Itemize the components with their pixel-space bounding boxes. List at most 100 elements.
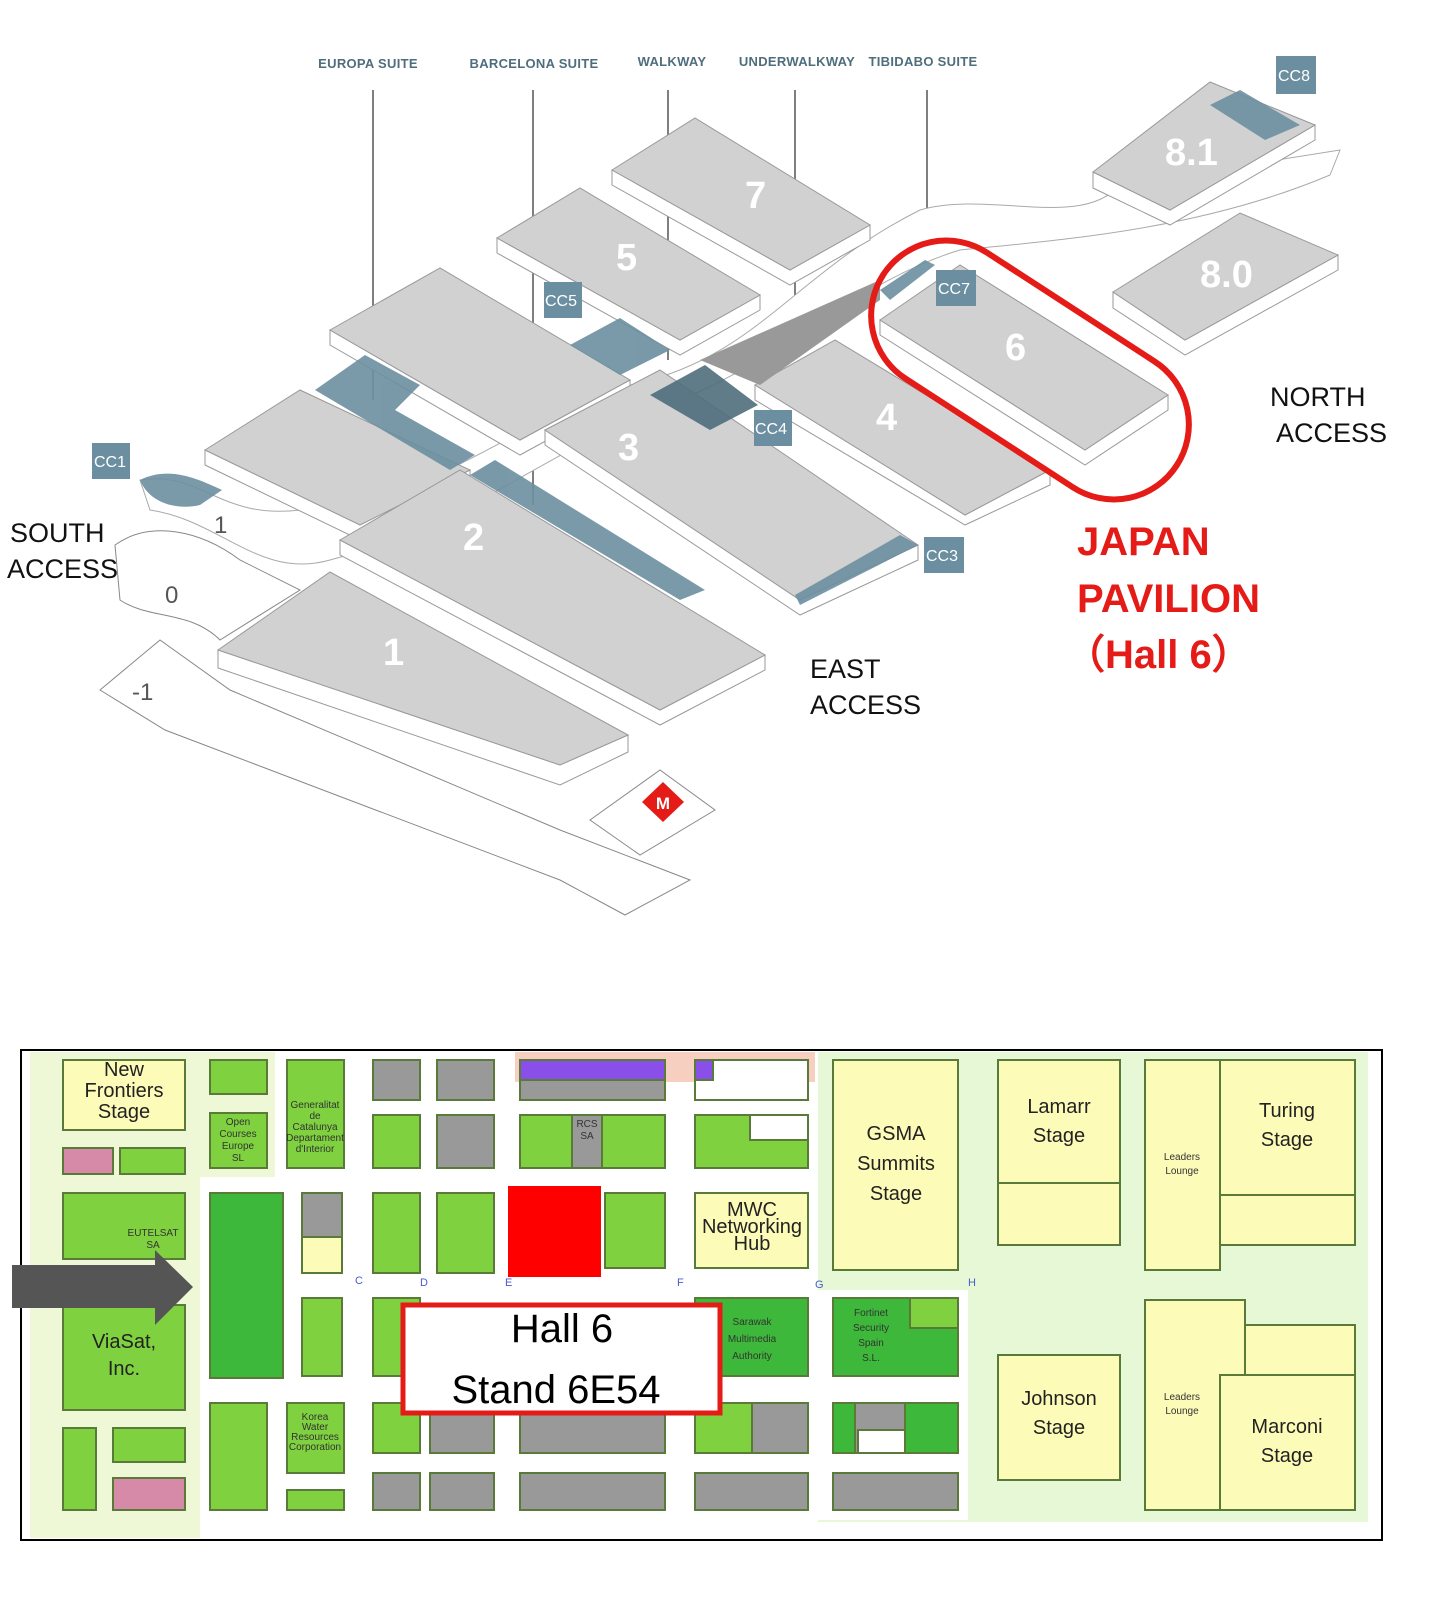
- hall-label: 8.0: [1200, 254, 1253, 296]
- exhibitor-label: Courses: [219, 1129, 256, 1140]
- hall-label: 4: [876, 397, 897, 439]
- hall-1[interactable]: [216, 571, 630, 766]
- hall-label: 8.1: [1165, 132, 1218, 174]
- stand-number-label: Stand 6E54: [451, 1368, 660, 1412]
- hall-label: 2: [463, 517, 484, 559]
- stand-6e54-marker[interactable]: [508, 1186, 601, 1277]
- leaders-lounge-label: Lounge: [1165, 1406, 1199, 1417]
- japan-pavilion-label: JAPAN: [1077, 520, 1210, 564]
- hall-8-0[interactable]: [1112, 212, 1340, 341]
- metro-icon: M: [642, 782, 684, 822]
- exhibitor-label: Water: [302, 1422, 329, 1433]
- label-europa-suite: EUROPA SUITE: [318, 56, 418, 71]
- exhibitor-label: de: [309, 1111, 321, 1122]
- cc-badge: CC8: [1278, 68, 1310, 85]
- leaders-lounge-label: Lounge: [1165, 1166, 1199, 1177]
- stage-label: Frontiers: [85, 1080, 164, 1102]
- cc-badge: CC4: [755, 421, 787, 438]
- exhibitor-label: Authority: [732, 1351, 771, 1362]
- exhibitor-label: d'Interior: [296, 1144, 335, 1155]
- lamarr-stage-label: Lamarr: [1027, 1096, 1091, 1118]
- exhibitor-label: Catalunya: [292, 1122, 337, 1133]
- hall-5[interactable]: [496, 187, 761, 341]
- leaders-lounge-label: Leaders: [1164, 1152, 1200, 1163]
- hall-2[interactable]: [338, 469, 767, 711]
- marconi-stage-label: Stage: [1261, 1445, 1313, 1467]
- aisle-letter: H: [968, 1277, 976, 1289]
- cc-badges: CC1 CC3 CC4 CC5 CC7 CC8: [92, 56, 1316, 573]
- cc-badge: CC7: [938, 281, 970, 298]
- turing-stage-label: Stage: [1261, 1129, 1313, 1151]
- cc-badge: CC5: [545, 293, 577, 310]
- stand-hall-label: Hall 6: [511, 1307, 613, 1351]
- hall-label: 3: [618, 427, 639, 469]
- hall6-floorplan: New Frontiers Stage GSMA Summits Stage L…: [12, 1049, 1383, 1541]
- hall-6[interactable]: [879, 264, 1169, 451]
- label-walkway: WALKWAY: [638, 54, 707, 69]
- gsma-stage-label: Summits: [857, 1153, 935, 1175]
- aisle-letter: F: [677, 1277, 684, 1289]
- exhibitor-label: S.L.: [862, 1353, 880, 1364]
- mwc-hub-label: Hub: [734, 1233, 771, 1255]
- exhibitor-label: SA: [146, 1240, 160, 1251]
- mwc-hub-label: MWC: [727, 1199, 777, 1221]
- north-access-label: NORTH: [1270, 382, 1366, 412]
- aisle-letter: E: [505, 1277, 512, 1289]
- east-access-label: EAST: [810, 654, 881, 684]
- exhibitor-label: Europe: [222, 1141, 255, 1152]
- metro-label: M: [656, 794, 670, 813]
- johnson-stage-label: Johnson: [1021, 1388, 1097, 1410]
- hall-6-highlight-ring: [868, 237, 1192, 503]
- hall-label: 1: [383, 632, 404, 674]
- japan-pavilion-label: PAVILION: [1077, 577, 1260, 621]
- south-access-label: ACCESS: [7, 554, 118, 584]
- leaders-lounge-label: Leaders: [1164, 1392, 1200, 1403]
- exhibitor-label: Departament: [286, 1133, 344, 1144]
- hall-label: 7: [745, 175, 766, 217]
- exhibitor-label: Spain: [858, 1338, 884, 1349]
- label-tibidabo-suite: TIBIDABO SUITE: [869, 54, 978, 69]
- label-barcelona-suite: BARCELONA SUITE: [470, 56, 599, 71]
- north-access-label: ACCESS: [1276, 418, 1387, 448]
- stage-label: New: [104, 1059, 145, 1081]
- hall-label: 6: [1005, 327, 1026, 369]
- level-label: 0: [165, 582, 178, 609]
- stand-info-box: [400, 1302, 723, 1416]
- level-label: 1: [214, 512, 227, 539]
- level-label: -1: [132, 679, 153, 706]
- exhibitor-label: Multimedia: [728, 1334, 777, 1345]
- exhibitor-label: Fortinet: [854, 1308, 888, 1319]
- gsma-stage-label: Stage: [870, 1183, 922, 1205]
- south-access-label: SOUTH: [10, 518, 105, 548]
- exhibitor-label: Resources: [291, 1432, 339, 1443]
- exhibitor-label: Open: [226, 1117, 250, 1128]
- exhibitor-label: Sarawak: [733, 1317, 773, 1328]
- exhibitor-label: SA: [580, 1131, 594, 1142]
- cc-badge: CC3: [926, 548, 958, 565]
- stage-label: Stage: [98, 1101, 150, 1123]
- exhibitor-label: Generalitat: [291, 1100, 340, 1111]
- aisle-letter: C: [355, 1275, 363, 1287]
- exhibitor-label: Security: [853, 1323, 889, 1334]
- turing-stage-label: Turing: [1259, 1100, 1315, 1122]
- arrow-icon: [12, 1250, 193, 1325]
- exhibitor-label: ViaSat,: [92, 1331, 156, 1353]
- exhibitor-label: SL: [232, 1153, 245, 1164]
- japan-pavilion-label: （Hall 6）: [1065, 633, 1252, 677]
- aisle-letter: D: [420, 1277, 428, 1289]
- label-underwalkway: UNDERWALKWAY: [739, 54, 855, 69]
- exhibitor-label: Corporation: [289, 1442, 341, 1453]
- hall-label: 5: [616, 237, 637, 279]
- hall-7[interactable]: [611, 117, 871, 271]
- lamarr-stage-label: Stage: [1033, 1125, 1085, 1147]
- mwc-hub-label: Networking: [702, 1216, 802, 1238]
- overview-diagram: 1 2 3 4 5 6 7 8.0 8.1 1 0 -1 EUROPA SUIT…: [7, 54, 1387, 916]
- exhibitor-label: Inc.: [108, 1358, 140, 1380]
- gsma-stage-label: GSMA: [867, 1123, 927, 1145]
- johnson-stage-label: Stage: [1033, 1417, 1085, 1439]
- cc-badge: CC1: [94, 454, 126, 471]
- hall-europa-block: [328, 267, 632, 441]
- aisle-letter: G: [815, 1279, 824, 1291]
- exhibitor-label: RCS: [576, 1119, 597, 1130]
